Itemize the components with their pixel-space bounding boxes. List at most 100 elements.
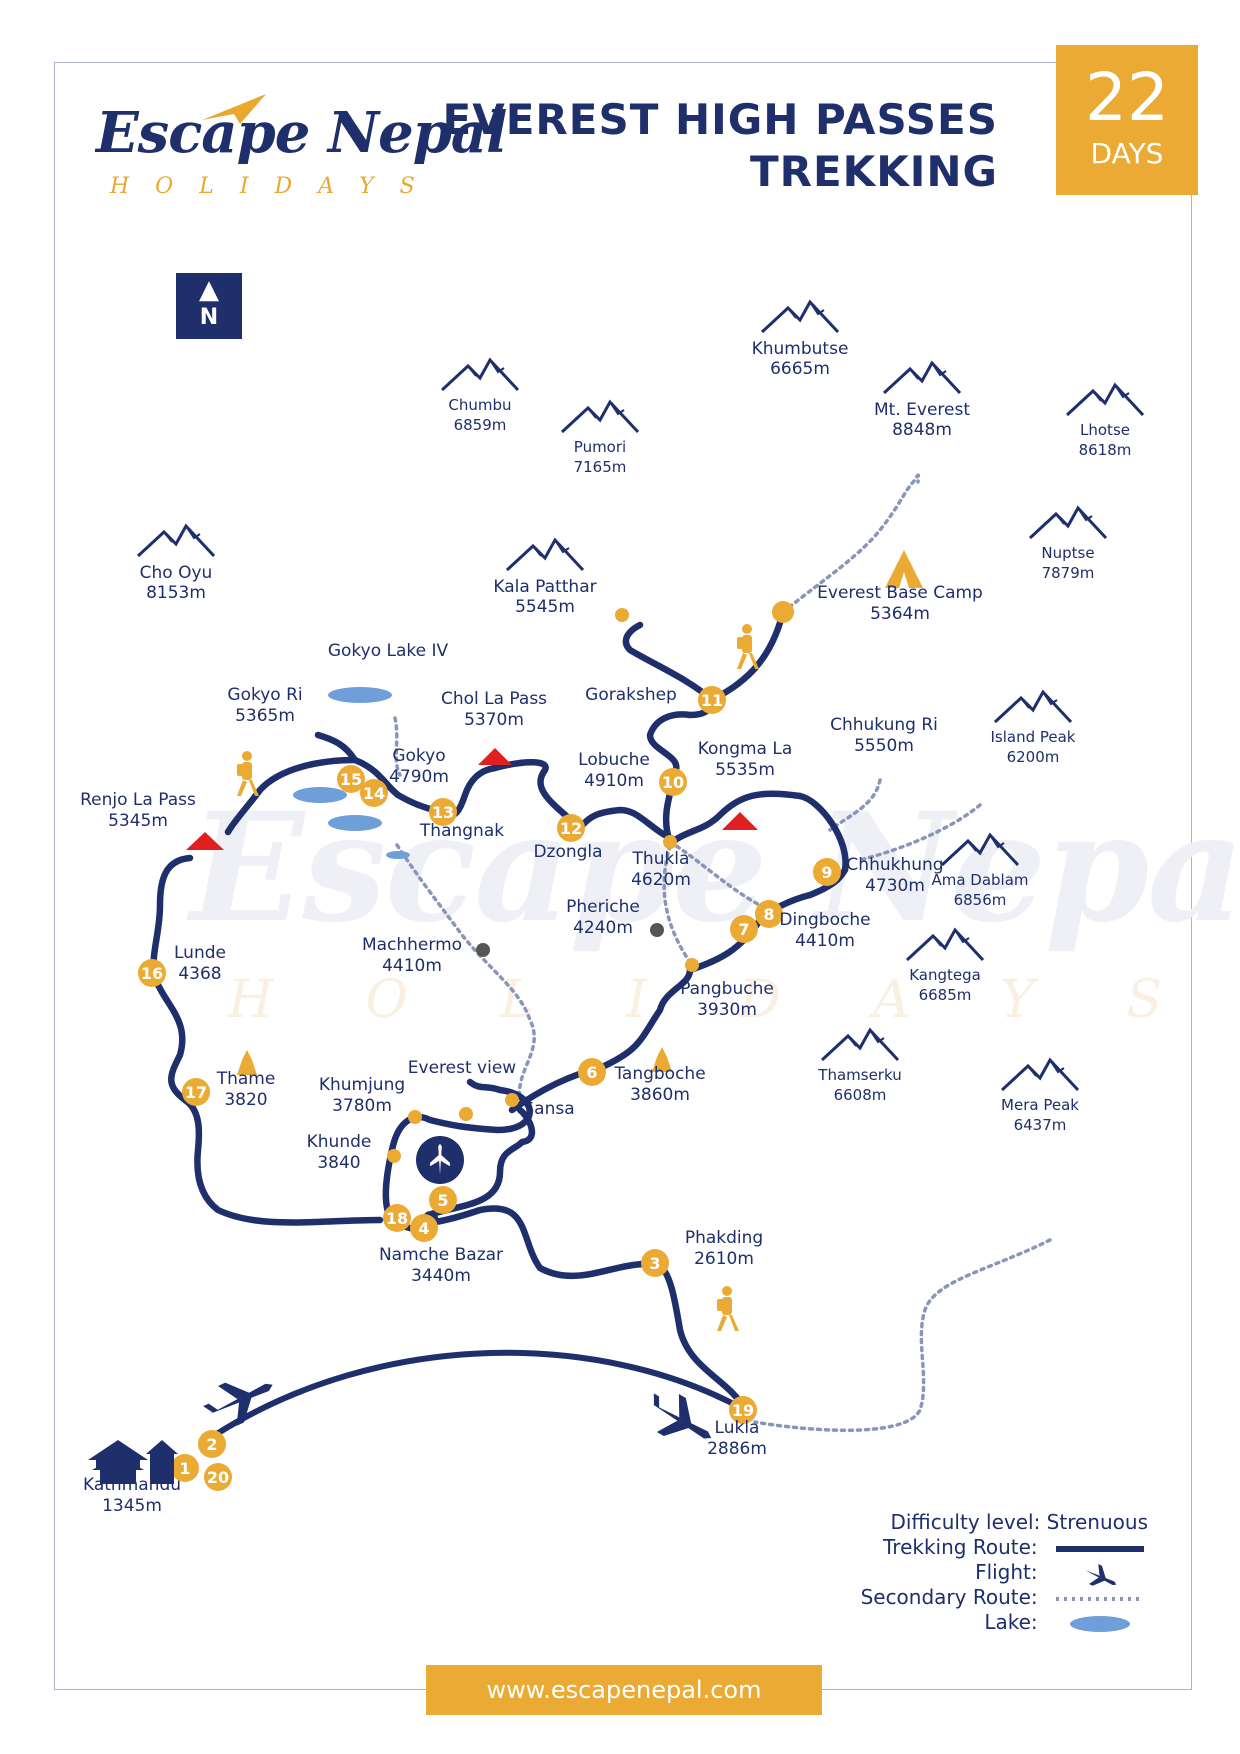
secondary-route-ebc bbox=[781, 473, 921, 614]
legend: Difficulty level: Strenuous Trekking Rou… bbox=[861, 1510, 1148, 1635]
stop-number: 16 bbox=[141, 964, 163, 983]
mountain-name: Chumbu bbox=[448, 396, 511, 414]
hiker-icon-phakding bbox=[717, 1286, 739, 1331]
mountain-name: Kala Patthar bbox=[493, 577, 596, 597]
stop-number: 20 bbox=[207, 1468, 229, 1487]
stop-circle bbox=[813, 858, 841, 886]
place-name: Dingboche bbox=[779, 910, 870, 930]
lakes bbox=[293, 687, 410, 859]
days-badge: 22 DAYS bbox=[1056, 45, 1198, 195]
stop-circle bbox=[138, 959, 166, 987]
mountain-altitude: 6437m bbox=[1014, 1116, 1067, 1134]
lake-gokyo-1 bbox=[293, 787, 347, 803]
airplane-icon-ktm bbox=[203, 1382, 273, 1426]
stop-circle bbox=[182, 1078, 210, 1106]
place-altitude: 4368 bbox=[178, 964, 221, 984]
brand-name: Escape Nepal bbox=[96, 100, 507, 166]
mountain-name: Mera Peak bbox=[1001, 1096, 1079, 1114]
stop-circle bbox=[641, 1249, 669, 1277]
legend-lake-row: Lake: bbox=[861, 1610, 1148, 1635]
legend-flight-row: Flight: bbox=[861, 1560, 1148, 1586]
airplane-icons bbox=[203, 1382, 712, 1439]
gompa-thame-icon bbox=[237, 1050, 257, 1075]
tent-icon bbox=[885, 550, 923, 588]
legend-lake-label: Lake: bbox=[984, 1610, 1038, 1634]
place-name: Kathmandu bbox=[83, 1475, 181, 1495]
stop-number: 1 bbox=[179, 1459, 190, 1478]
place-altitude: 4620m bbox=[631, 870, 691, 890]
stop-number: 15 bbox=[340, 770, 362, 789]
secondary-route-island-peak bbox=[858, 803, 982, 862]
waypoint-khumjung bbox=[408, 1110, 422, 1124]
route-namche-east-loop bbox=[424, 1106, 536, 1219]
stop-number: 19 bbox=[732, 1401, 754, 1420]
place-altitude: 5365m bbox=[235, 706, 295, 726]
mountain-nuptse-icon bbox=[1028, 505, 1108, 540]
north-arrow-icon: ▲ bbox=[199, 275, 219, 305]
stop-circle bbox=[659, 768, 687, 796]
north-label: N bbox=[199, 305, 219, 330]
watermark-sub: HOLIDAYS bbox=[228, 970, 1240, 1030]
place-name: Gokyo bbox=[392, 746, 445, 766]
place-name: Namche Bazar bbox=[379, 1245, 503, 1265]
place-name: Chhukhung bbox=[846, 855, 943, 875]
stop-circle bbox=[429, 1186, 457, 1214]
lake-gokyo-3 bbox=[386, 851, 410, 859]
mountain-name: Ama Dablam bbox=[931, 871, 1028, 889]
stop-number: 5 bbox=[437, 1191, 448, 1210]
watermark-logo: Escape Nepal bbox=[190, 780, 1240, 956]
place-name: Lukla bbox=[715, 1418, 760, 1438]
stop-number: 8 bbox=[763, 905, 774, 924]
stop-circle bbox=[429, 798, 457, 826]
stop-circle bbox=[755, 900, 783, 928]
waypoint-pangbuche bbox=[685, 958, 699, 972]
pass-kongma-la-icon bbox=[722, 812, 758, 830]
legend-flight-swatch bbox=[1052, 1563, 1148, 1586]
place-altitude: 3780m bbox=[332, 1096, 392, 1116]
waypoint-sansa bbox=[505, 1093, 519, 1107]
place-altitude: 4910m bbox=[584, 771, 644, 791]
place-altitude: 5364m bbox=[870, 604, 930, 624]
place-altitude: 3820 bbox=[224, 1090, 267, 1110]
stop-circle bbox=[698, 686, 726, 714]
route-chola-pass bbox=[491, 759, 584, 832]
legend-secondary-swatch bbox=[1052, 1589, 1148, 1609]
place-altitude: 5345m bbox=[108, 811, 168, 831]
route-gorakshep-kala-patthar bbox=[622, 621, 716, 704]
secondary-routes bbox=[393, 473, 1052, 1432]
place-name: Khunde bbox=[307, 1132, 372, 1152]
legend-trekking-row: Trekking Route: bbox=[861, 1535, 1148, 1560]
stop-circle bbox=[198, 1430, 226, 1458]
pass-chol-la-icon bbox=[478, 748, 512, 765]
waypoint-thukla bbox=[663, 835, 677, 849]
place-name: Phakding bbox=[685, 1228, 763, 1248]
stop-number: 9 bbox=[821, 863, 832, 882]
stop-number: 12 bbox=[560, 819, 582, 838]
stop-number: 11 bbox=[701, 691, 723, 710]
lake-gokyo-2 bbox=[328, 815, 382, 831]
stop-circle bbox=[730, 915, 758, 943]
place-altitude: 3840 bbox=[317, 1153, 360, 1173]
footer-url[interactable]: www.escapenepal.com bbox=[426, 1665, 822, 1715]
place-altitude: 5535m bbox=[715, 760, 775, 780]
mountain-altitude: 7165m bbox=[574, 458, 627, 476]
place-altitude: 2886m bbox=[707, 1439, 767, 1459]
secondary-route-pheriche-2 bbox=[662, 844, 694, 967]
mountain-ama-dablam-icon bbox=[940, 832, 1020, 867]
place-name: Gokyo Lake IV bbox=[328, 641, 449, 661]
pass-renjo-la-icon bbox=[186, 832, 224, 850]
place-name: Tangboche bbox=[613, 1064, 705, 1084]
waypoint-khunde bbox=[387, 1149, 401, 1163]
place-altitude: 5550m bbox=[854, 736, 914, 756]
mountain-pumori-icon bbox=[560, 399, 640, 434]
passes bbox=[186, 748, 758, 850]
mountain-altitude: 8848m bbox=[892, 420, 952, 440]
place-name: Pangbuche bbox=[680, 979, 774, 999]
mountain-altitude: 6685m bbox=[919, 986, 972, 1004]
place-altitude: 4410m bbox=[382, 956, 442, 976]
route-lobuche bbox=[576, 806, 679, 844]
mountain-chumbu-icon bbox=[440, 357, 520, 392]
stop-number: 17 bbox=[185, 1083, 207, 1102]
